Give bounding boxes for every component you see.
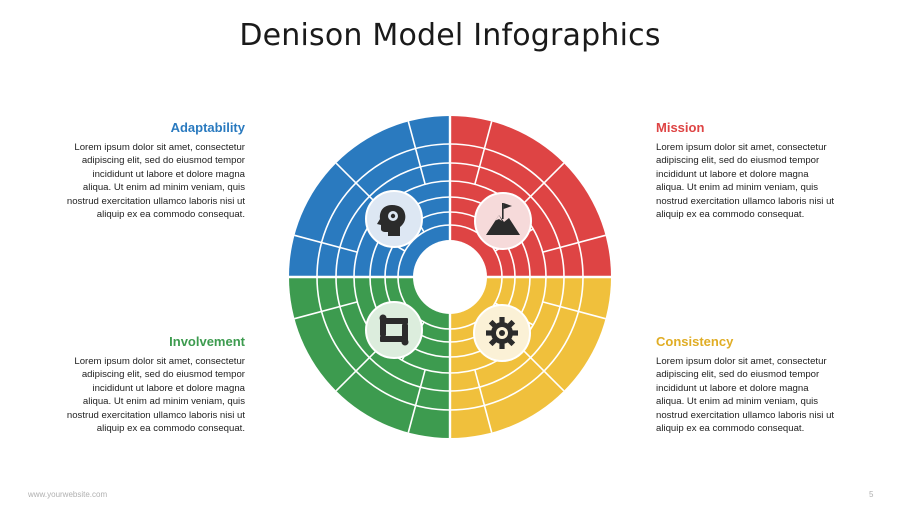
segment-divider <box>474 369 493 433</box>
wheel-center-hole <box>413 240 487 314</box>
mission-heading: Mission <box>656 120 705 135</box>
adaptability-text: Lorem ipsum dolor sit amet, consectetur … <box>66 142 245 221</box>
consistency-heading: Consistency <box>656 334 734 349</box>
segment-divider <box>542 234 606 253</box>
segment-divider <box>517 162 565 210</box>
puzzle-pieces-icon <box>379 314 409 346</box>
consistency-text: Lorem ipsum dolor sit amet, consectetur … <box>656 356 835 435</box>
denison-wheel <box>288 115 612 439</box>
segment-divider <box>517 344 565 392</box>
involvement-icon-badge <box>365 301 423 359</box>
segment-divider <box>294 234 358 253</box>
segment-divider <box>294 301 358 320</box>
segment-divider <box>542 301 606 320</box>
segment-divider <box>474 121 493 185</box>
adaptability-heading: Adaptability <box>170 120 245 135</box>
segment-divider <box>335 344 383 392</box>
head-gear-icon <box>377 205 406 236</box>
involvement-heading: Involvement <box>169 334 245 349</box>
page-number: 5 <box>869 490 874 499</box>
adaptability-icon-badge <box>365 190 423 248</box>
segment-divider <box>407 121 426 185</box>
consistency-block: Consistency Lorem ipsum dolor sit amet, … <box>656 334 864 435</box>
involvement-block: Involvement Lorem ipsum dolor sit amet, … <box>37 334 245 435</box>
mission-text: Lorem ipsum dolor sit amet, consectetur … <box>656 142 835 221</box>
consistency-icon-badge <box>473 304 531 362</box>
mission-block: Mission Lorem ipsum dolor sit amet, cons… <box>656 120 864 221</box>
adaptability-block: Adaptability Lorem ipsum dolor sit amet,… <box>37 120 245 221</box>
cog-icon <box>486 317 518 349</box>
mission-icon-badge <box>474 192 532 250</box>
slide-title: Denison Model Infographics <box>239 18 661 53</box>
involvement-icon-circle <box>365 301 423 359</box>
segment-divider <box>407 369 426 433</box>
involvement-text: Lorem ipsum dolor sit amet, consectetur … <box>66 356 245 435</box>
mountain-flag-icon <box>486 203 520 235</box>
footer-website: www.yourwebsite.com <box>28 490 108 499</box>
